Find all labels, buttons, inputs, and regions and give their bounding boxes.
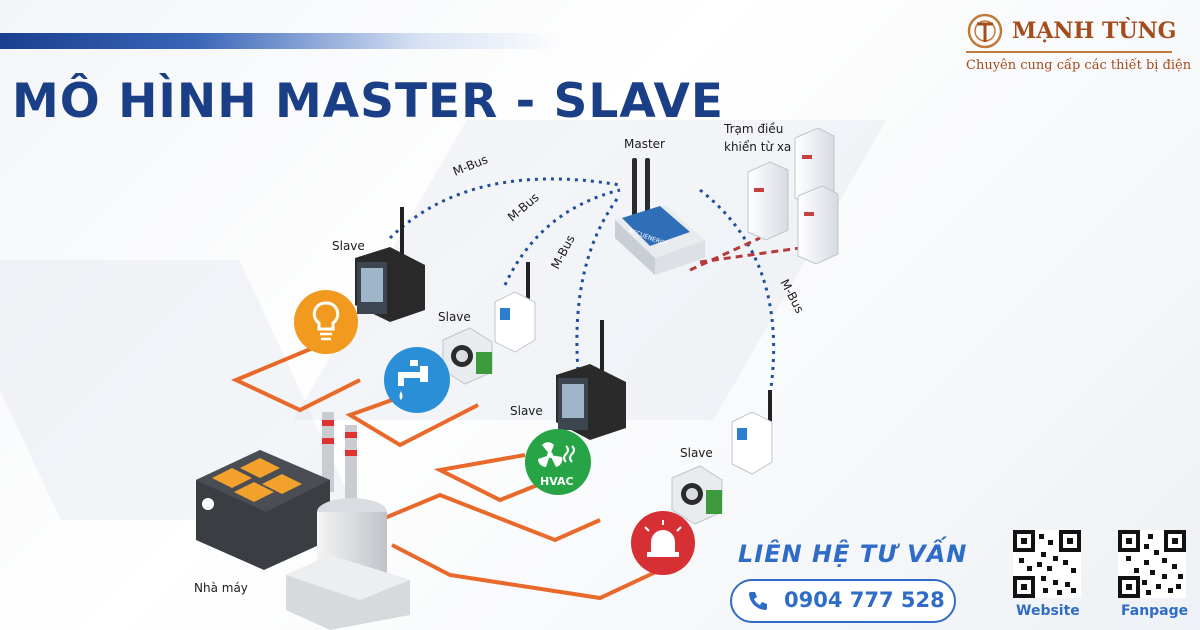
- lightbulb-icon: [294, 290, 358, 354]
- brand-logo[interactable]: MẠNH TÙNG Chuyên cung cấp các thiết bị đ…: [966, 8, 1196, 78]
- remote-links: [689, 236, 801, 272]
- phone-number: 0904 777 528: [784, 588, 945, 612]
- brand-divider: [966, 51, 1172, 53]
- alarm-icon: [631, 511, 695, 575]
- qr-code-icon: [1013, 530, 1081, 598]
- slave-module-device: [731, 390, 773, 475]
- brand-name: MẠNH TÙNG: [1012, 18, 1177, 44]
- factory-label: Nhà máy: [194, 581, 248, 595]
- slave-module-device: [494, 262, 536, 353]
- power-wiring: [231, 343, 661, 601]
- phone-button[interactable]: 0904 777 528: [730, 579, 956, 623]
- brand-tagline: Chuyên cung cấp các thiết bị điện: [966, 58, 1192, 73]
- master-gateway: ACCUENERGY: [615, 158, 705, 275]
- phone-icon: [749, 592, 767, 610]
- slave-label: Slave: [680, 446, 713, 460]
- slave-meter-device: [556, 320, 626, 440]
- svg-text:HVAC: HVAC: [540, 475, 574, 488]
- remote-station-label: khiển từ xa: [724, 140, 791, 154]
- hvac-icon: HVAC: [525, 429, 591, 495]
- mbus-label: M-Bus: [505, 190, 542, 224]
- website-qr-code[interactable]: [1013, 530, 1081, 598]
- slave-label: Slave: [438, 310, 471, 324]
- water-tap-icon: [384, 347, 450, 413]
- website-caption: Website: [1016, 603, 1080, 619]
- mbus-label: M-Bus: [451, 152, 490, 179]
- remote-servers: [747, 127, 839, 265]
- slave-valve-device: [442, 327, 493, 385]
- remote-station-label: Trạm điều: [723, 122, 783, 136]
- mbus-links: [388, 177, 776, 396]
- factory-icon: [196, 412, 410, 630]
- mbus-label: M-Bus: [777, 277, 806, 316]
- slave-meter-device: [355, 207, 425, 322]
- header-accent-bar: [0, 33, 560, 49]
- master-label: Master: [624, 137, 665, 151]
- mbus-label: M-Bus: [548, 233, 577, 272]
- slave-valve-device: [671, 465, 723, 525]
- qr-code-icon: [1118, 530, 1186, 598]
- fanpage-qr-code[interactable]: [1118, 530, 1186, 598]
- fanpage-caption: Fanpage: [1121, 603, 1189, 619]
- slave-label: Slave: [510, 404, 543, 418]
- slave-label: Slave: [332, 239, 365, 253]
- brand-mark-icon: [967, 13, 1003, 49]
- page-title: MÔ HÌNH MASTER - SLAVE: [12, 74, 724, 129]
- contact-title: LIÊN HỆ TƯ VẤN: [738, 540, 968, 568]
